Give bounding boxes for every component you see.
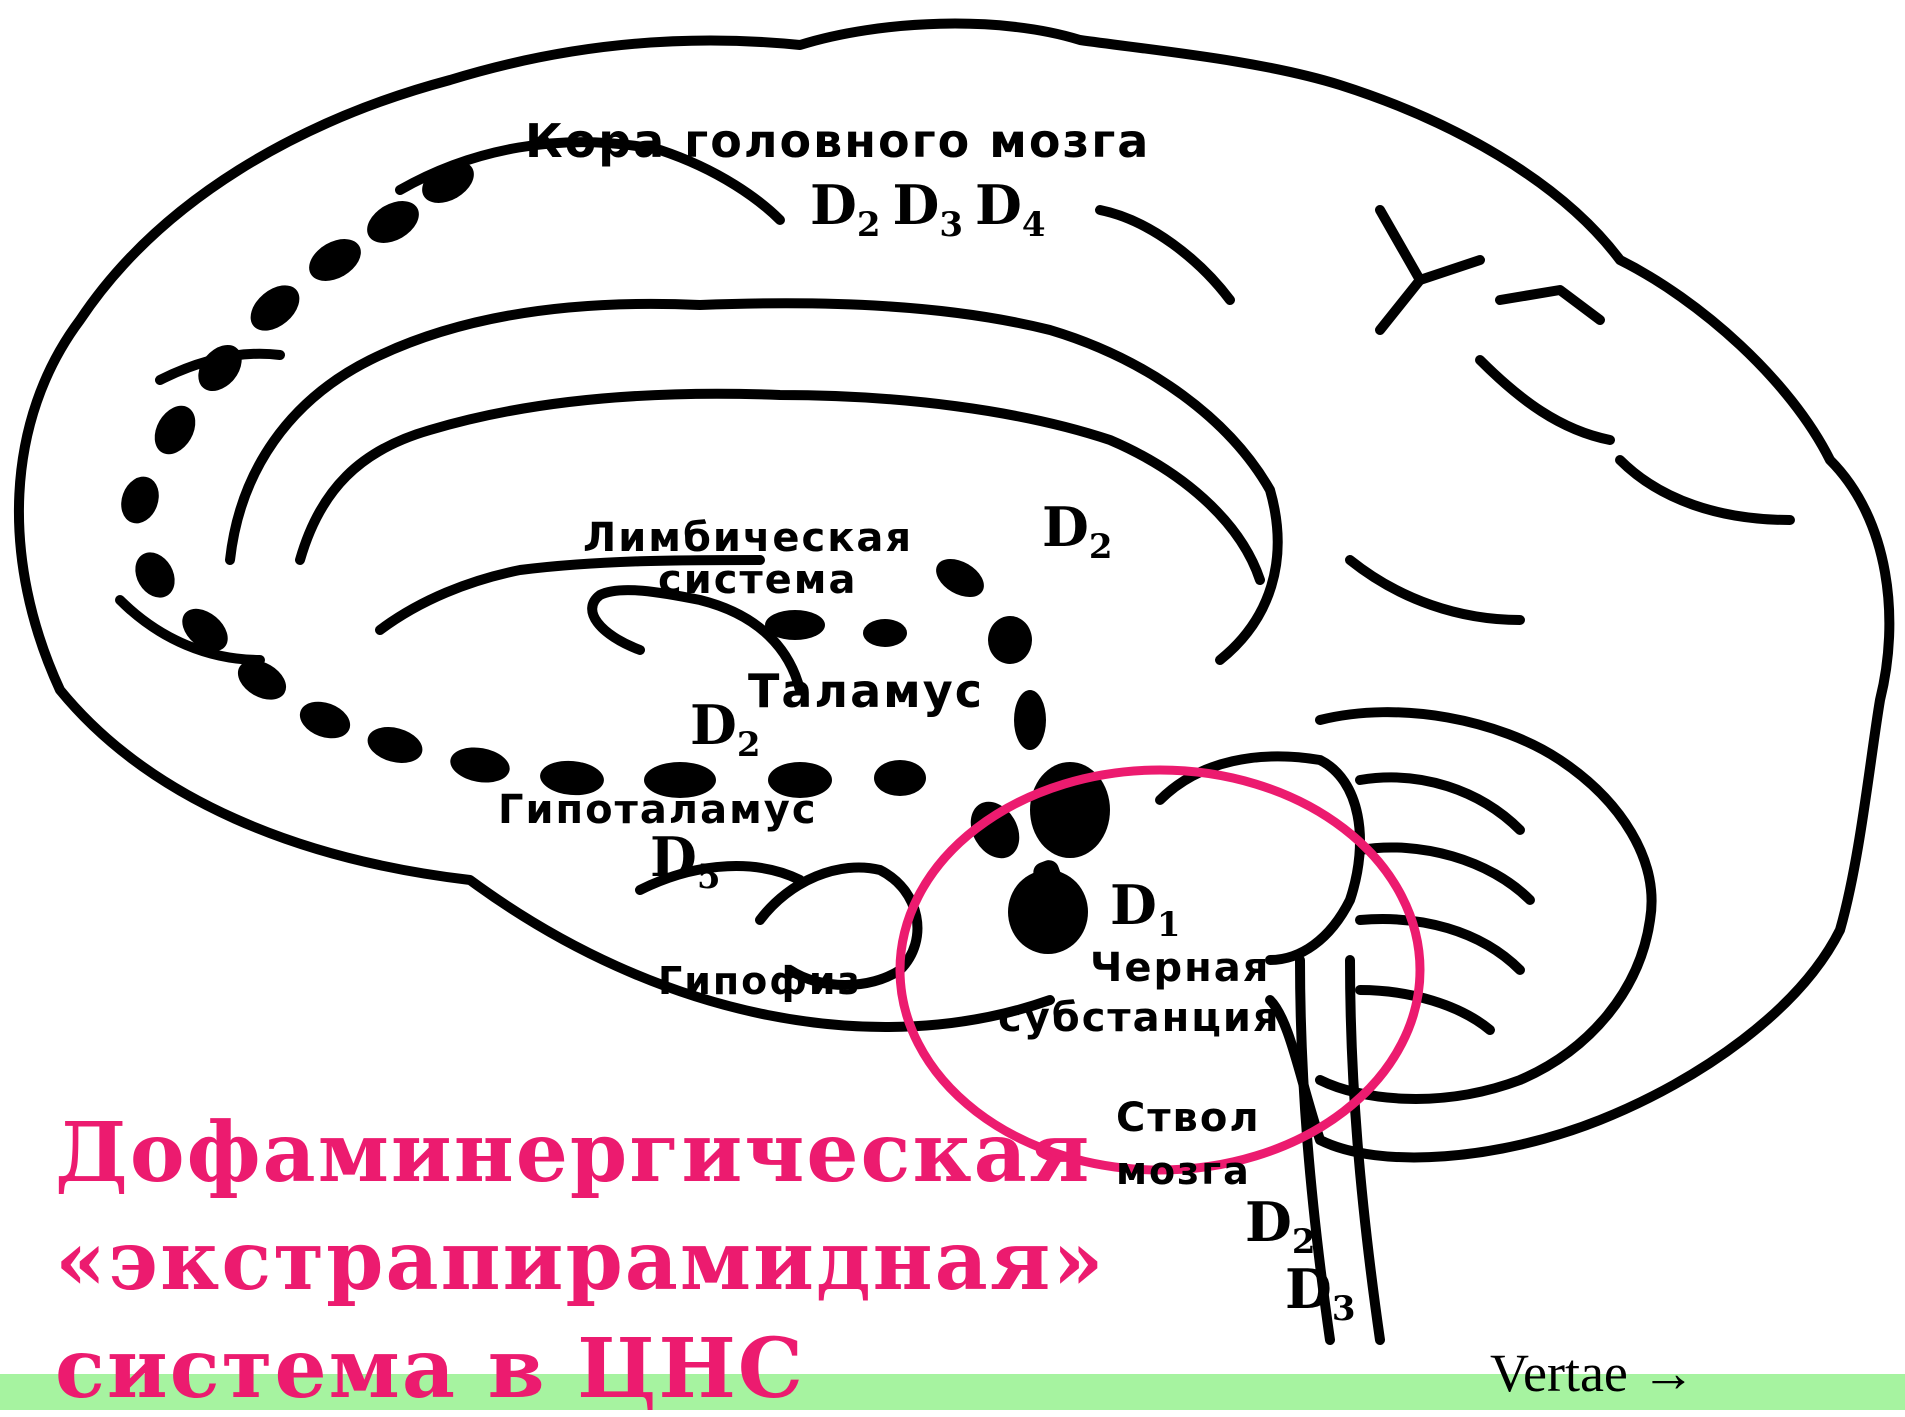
- sulcus-8: [1350, 560, 1520, 620]
- brainstem-label-line1: Ствол: [1116, 1098, 1261, 1138]
- sulcus-3: [1380, 210, 1420, 330]
- cortex-label: Кора головного мозга: [525, 118, 1150, 164]
- pituitary-label: Гипофиз: [658, 962, 862, 1000]
- next-slide-link[interactable]: Vertae →: [1490, 1346, 1695, 1400]
- sulcus-2: [1100, 210, 1230, 300]
- sulcus-5: [1500, 290, 1600, 320]
- substantia-label-line2: субстанция: [998, 998, 1281, 1038]
- cortex-receptors: D2D3D4: [810, 178, 1058, 242]
- brainstem-receptor-2: D3: [1285, 1262, 1368, 1326]
- limbic-label-line2: система: [658, 560, 857, 600]
- hypothalamus-label: Гипоталамус: [498, 790, 818, 830]
- limbic-receptors: D2: [1042, 500, 1125, 564]
- sulcus-6: [1480, 360, 1610, 440]
- title-line-2: «экстрапирамидная»: [55, 1220, 1106, 1302]
- substantia-label-line1: Черная: [1090, 948, 1270, 988]
- hypothalamus-receptors: D5: [650, 830, 733, 894]
- brainstem-receptor-1: D2: [1245, 1195, 1328, 1259]
- cerebellum-1: [1320, 712, 1652, 1099]
- cingulate-outline: [230, 303, 1278, 660]
- title-line-3: система в ЦНС: [55, 1328, 805, 1410]
- sulcus-7: [1620, 460, 1790, 520]
- sulcus-4: [1420, 260, 1480, 280]
- cerebellum-4: [1360, 919, 1520, 970]
- title-line-1: Дофаминергическая: [55, 1112, 1091, 1194]
- thalamus-receptors: D2: [690, 698, 773, 762]
- limbic-label-line1: Лимбическая: [583, 518, 913, 558]
- thalamus-label: Таламус: [748, 668, 984, 714]
- cerebellum-5: [1360, 990, 1490, 1030]
- substantia-receptors: D1: [1110, 878, 1193, 942]
- brainstem-label-line2: мозга: [1116, 1152, 1251, 1190]
- cerebellum-2: [1360, 777, 1520, 830]
